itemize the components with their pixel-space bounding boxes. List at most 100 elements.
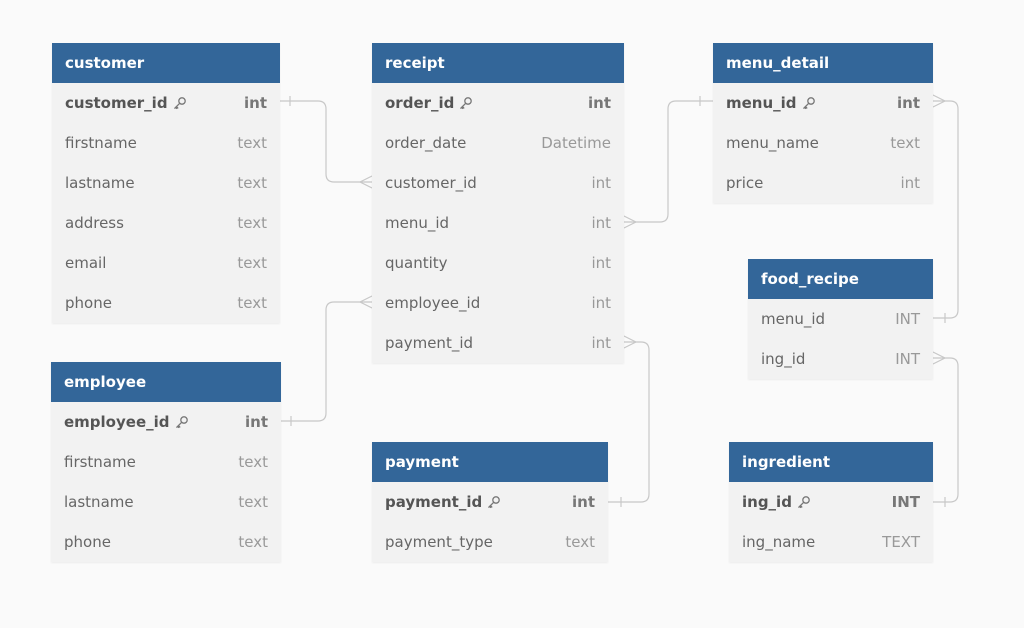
field-name-wrap: phone bbox=[64, 533, 111, 551]
field-type: text bbox=[565, 533, 595, 551]
field-name-wrap: price bbox=[726, 174, 763, 192]
field-row-ing-id[interactable]: ing_id INT bbox=[729, 482, 933, 522]
primary-key-icon bbox=[487, 495, 501, 509]
field-type: text bbox=[238, 533, 268, 551]
field-name: quantity bbox=[385, 254, 448, 272]
field-type: int bbox=[591, 254, 611, 272]
field-name-wrap: ing_name bbox=[742, 533, 815, 551]
field-name: phone bbox=[65, 294, 112, 312]
field-name-wrap: firstname bbox=[64, 453, 136, 471]
field-name: lastname bbox=[64, 493, 134, 511]
field-type: INT bbox=[895, 350, 920, 368]
field-name-wrap: ing_id bbox=[761, 350, 805, 368]
field-name: address bbox=[65, 214, 124, 232]
table-food-recipe-title: food_recipe bbox=[748, 259, 933, 299]
field-name: payment_type bbox=[385, 533, 493, 551]
field-row-lastname[interactable]: lastname text bbox=[51, 482, 281, 522]
field-type: INT bbox=[891, 493, 920, 511]
field-name: employee_id bbox=[64, 413, 170, 431]
field-type: int bbox=[591, 294, 611, 312]
field-name-wrap: menu_id bbox=[385, 214, 449, 232]
field-name-wrap: menu_id bbox=[761, 310, 825, 328]
primary-key-icon bbox=[175, 415, 189, 429]
field-name-wrap: email bbox=[65, 254, 106, 272]
field-name: menu_id bbox=[761, 310, 826, 328]
field-type: text bbox=[890, 134, 920, 152]
field-type: int bbox=[588, 94, 611, 112]
field-name-wrap: customer_id bbox=[65, 94, 187, 112]
field-name: customer_id bbox=[65, 94, 168, 112]
field-row-firstname[interactable]: firstname text bbox=[51, 442, 281, 482]
field-type: int bbox=[245, 413, 268, 431]
field-type: int bbox=[591, 334, 611, 352]
relationship-ingredient-food-recipe bbox=[932, 351, 959, 507]
field-type: text bbox=[237, 134, 267, 152]
field-type: int bbox=[897, 94, 920, 112]
field-name: price bbox=[726, 174, 764, 192]
field-row-email[interactable]: email text bbox=[52, 243, 280, 283]
primary-key-icon bbox=[797, 495, 811, 509]
field-name-wrap: customer_id bbox=[385, 174, 477, 192]
field-name: menu_id bbox=[726, 94, 797, 112]
field-row-menu-id[interactable]: menu_id int bbox=[372, 203, 624, 243]
table-customer-title: customer bbox=[52, 43, 280, 83]
field-row-order-id[interactable]: order_id int bbox=[372, 83, 624, 123]
field-type: int bbox=[591, 214, 611, 232]
relationship-payment-receipt bbox=[608, 335, 650, 507]
field-name: ing_name bbox=[742, 533, 816, 551]
field-name-wrap: phone bbox=[65, 294, 112, 312]
field-type: text bbox=[238, 493, 268, 511]
field-name-wrap: quantity bbox=[385, 254, 448, 272]
primary-key-icon bbox=[802, 96, 816, 110]
table-receipt-title: receipt bbox=[372, 43, 624, 83]
field-row-quantity[interactable]: quantity int bbox=[372, 243, 624, 283]
field-type: int bbox=[591, 174, 611, 192]
relationship-customer-receipt bbox=[280, 96, 373, 189]
field-type: text bbox=[237, 174, 267, 192]
field-type: text bbox=[238, 453, 268, 471]
field-name: customer_id bbox=[385, 174, 477, 192]
field-name-wrap: payment_type bbox=[385, 533, 493, 551]
field-type: Datetime bbox=[541, 134, 611, 152]
field-row-menu-id[interactable]: menu_id int bbox=[713, 83, 933, 123]
field-name: order_id bbox=[385, 94, 455, 112]
field-row-payment-id[interactable]: payment_id int bbox=[372, 482, 608, 522]
primary-key-icon bbox=[459, 96, 473, 110]
field-row-phone[interactable]: phone text bbox=[51, 522, 281, 562]
field-row-customer-id[interactable]: customer_id int bbox=[372, 163, 624, 203]
field-type: int bbox=[572, 493, 595, 511]
field-name-wrap: order_date bbox=[385, 134, 466, 152]
field-row-payment-type[interactable]: payment_type text bbox=[372, 522, 608, 562]
field-name: phone bbox=[64, 533, 111, 551]
primary-key-icon bbox=[173, 96, 187, 110]
table-menu-detail-title: menu_detail bbox=[713, 43, 933, 83]
field-name-wrap: payment_id bbox=[385, 493, 501, 511]
field-name: ing_id bbox=[761, 350, 806, 368]
field-name: ing_id bbox=[742, 493, 792, 511]
field-row-order-date[interactable]: order_date Datetime bbox=[372, 123, 624, 163]
field-row-ing-id[interactable]: ing_id INT bbox=[748, 339, 933, 379]
field-name: email bbox=[65, 254, 107, 272]
relationship-menu-receipt bbox=[623, 96, 713, 229]
field-type: text bbox=[237, 254, 267, 272]
field-row-employee-id[interactable]: employee_id int bbox=[51, 402, 281, 442]
